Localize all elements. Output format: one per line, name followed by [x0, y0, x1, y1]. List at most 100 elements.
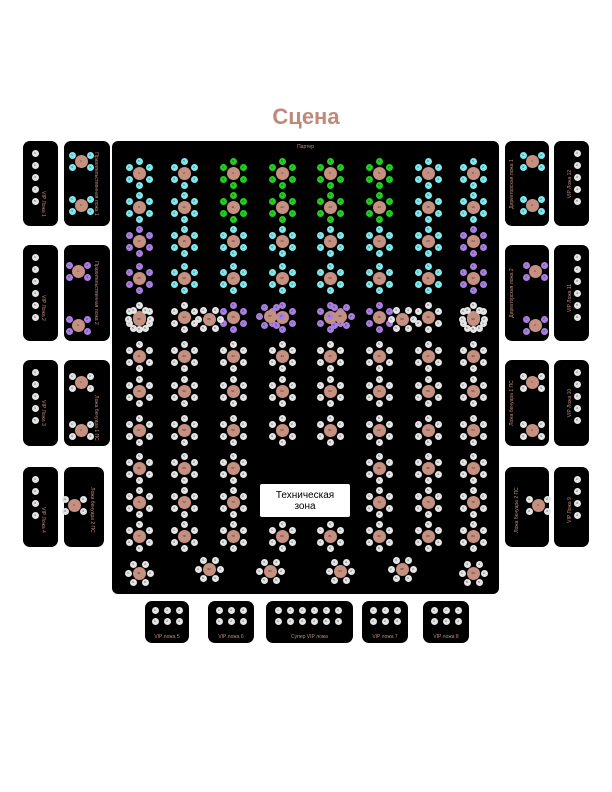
seat[interactable]: 3: [365, 280, 373, 288]
seat[interactable]: 6: [475, 578, 483, 586]
seat[interactable]: 4: [385, 504, 393, 512]
seat[interactable]: 3: [298, 617, 306, 625]
seat[interactable]: 1: [519, 151, 527, 159]
seat[interactable]: 1: [522, 261, 530, 269]
seat[interactable]: 2: [146, 569, 154, 577]
seat[interactable]: 4: [336, 319, 344, 327]
seat[interactable]: 2: [385, 163, 393, 171]
seat[interactable]: 6: [180, 364, 188, 372]
seat[interactable]: 6: [326, 399, 334, 407]
seat[interactable]: 1: [219, 492, 227, 500]
seat[interactable]: 1: [170, 163, 178, 171]
seat[interactable]: 2: [190, 231, 198, 239]
seat[interactable]: 2: [277, 567, 285, 575]
seat[interactable]: 2: [190, 381, 198, 389]
seat[interactable]: 5: [278, 375, 286, 383]
seat[interactable]: 6: [135, 325, 143, 333]
seat[interactable]: 2: [434, 307, 442, 315]
seat[interactable]: 5: [278, 225, 286, 233]
seat[interactable]: 5: [135, 375, 143, 383]
seat[interactable]: 1: [316, 307, 324, 315]
seat[interactable]: 6: [375, 249, 383, 257]
seat[interactable]: 6: [375, 399, 383, 407]
seat[interactable]: 2: [336, 346, 344, 354]
seat[interactable]: 4: [79, 507, 87, 515]
seat[interactable]: 2: [31, 161, 39, 169]
seat[interactable]: 5: [424, 225, 432, 233]
seat[interactable]: 3: [68, 384, 76, 392]
seat[interactable]: 4: [537, 384, 545, 392]
seat[interactable]: 1: [365, 231, 373, 239]
seat[interactable]: 6: [469, 399, 477, 407]
seat[interactable]: 5: [180, 340, 188, 348]
seat[interactable]: 3: [219, 393, 227, 401]
seat[interactable]: 6: [278, 364, 286, 372]
seat[interactable]: 1: [68, 195, 76, 203]
seat[interactable]: 5: [326, 340, 334, 348]
seat[interactable]: 5: [330, 576, 338, 584]
seat[interactable]: 1: [31, 253, 39, 261]
seat[interactable]: 5: [375, 520, 383, 528]
seat[interactable]: 3: [170, 175, 178, 183]
seat[interactable]: 3: [268, 319, 276, 327]
seat[interactable]: 3: [459, 280, 467, 288]
seat[interactable]: 4: [434, 504, 442, 512]
seat[interactable]: 2: [385, 307, 393, 315]
seat[interactable]: 1: [268, 420, 276, 428]
seat[interactable]: 3: [463, 560, 471, 568]
seat[interactable]: 6: [573, 313, 581, 321]
seat[interactable]: 1: [268, 381, 276, 389]
seat[interactable]: 4: [479, 209, 487, 217]
seat[interactable]: 4: [342, 303, 350, 311]
seat[interactable]: 5: [392, 574, 400, 582]
seat[interactable]: 6: [375, 181, 383, 189]
seat[interactable]: 3: [414, 432, 422, 440]
seat[interactable]: 1: [414, 381, 422, 389]
seat[interactable]: 3: [125, 393, 133, 401]
seat[interactable]: 1: [414, 231, 422, 239]
seat[interactable]: 4: [342, 558, 350, 566]
seat[interactable]: 2: [190, 197, 198, 205]
seat[interactable]: 1: [430, 606, 438, 614]
seat[interactable]: 1: [459, 458, 467, 466]
seat[interactable]: 2: [573, 161, 581, 169]
seat[interactable]: 6: [326, 325, 334, 333]
seat[interactable]: 4: [31, 185, 39, 193]
seat[interactable]: 4: [288, 432, 296, 440]
seat[interactable]: 2: [145, 268, 153, 276]
seat[interactable]: 1: [316, 163, 324, 171]
seat[interactable]: 6: [469, 510, 477, 518]
seat[interactable]: 3: [316, 209, 324, 217]
seat[interactable]: 5: [278, 414, 286, 422]
seat[interactable]: 4: [145, 538, 153, 546]
seat[interactable]: 4: [145, 432, 153, 440]
seat[interactable]: 1: [573, 149, 581, 157]
seat[interactable]: 1: [219, 526, 227, 534]
seat[interactable]: 5: [135, 262, 143, 270]
seat[interactable]: 3: [125, 209, 133, 217]
seat[interactable]: 3: [68, 207, 76, 215]
seat[interactable]: 6: [272, 321, 280, 329]
seat[interactable]: 4: [310, 617, 318, 625]
seat[interactable]: 1: [255, 312, 263, 320]
seat[interactable]: 6: [326, 364, 334, 372]
seat[interactable]: 5: [469, 520, 477, 528]
seat[interactable]: 2: [336, 381, 344, 389]
seat[interactable]: 5: [424, 301, 432, 309]
seat[interactable]: 2: [288, 346, 296, 354]
seat[interactable]: 2: [145, 231, 153, 239]
seat[interactable]: 6: [469, 249, 477, 257]
seat[interactable]: 5: [229, 340, 237, 348]
seat[interactable]: 2: [573, 265, 581, 273]
seat[interactable]: 2: [409, 315, 417, 323]
seat[interactable]: 3: [219, 504, 227, 512]
seat[interactable]: 1: [170, 526, 178, 534]
seat[interactable]: 4: [288, 175, 296, 183]
seat[interactable]: 6: [424, 476, 432, 484]
seat[interactable]: 2: [145, 197, 153, 205]
seat[interactable]: 1: [525, 495, 533, 503]
seat[interactable]: 3: [316, 393, 324, 401]
